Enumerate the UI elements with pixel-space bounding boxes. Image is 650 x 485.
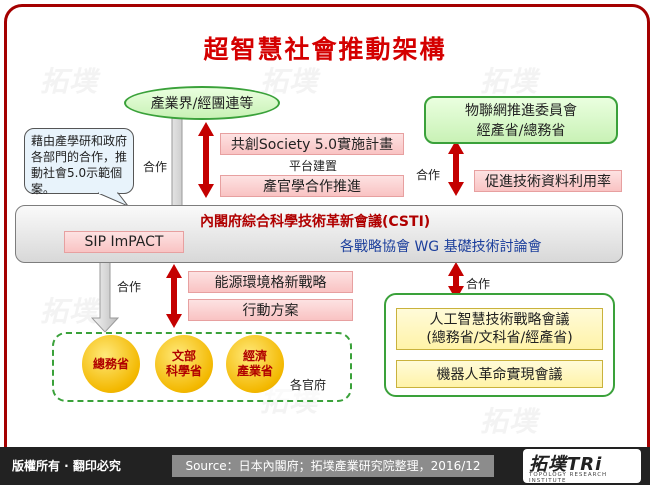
red-arrow-iot xyxy=(448,140,464,196)
red-arrow-society xyxy=(198,122,214,198)
source-label: Source：日本內閣府；拓墣產業研究院整理，2016/12 xyxy=(172,455,494,477)
industry-academia-box: 產官學合作推進 xyxy=(220,175,404,197)
action-plan-box: 行動方案 xyxy=(188,299,353,321)
cooperate-label: 合作 xyxy=(466,277,491,291)
ai-strategy-line1: 人工智慧技術戰略會議 xyxy=(429,312,570,328)
ministry-education: 文部科學省 xyxy=(155,335,213,393)
sip-box: SIP ImPACT xyxy=(64,231,184,253)
iot-box: 物聯網推進委員會 經產省/總務省 xyxy=(424,96,618,144)
iot-line2: 經產省/總務省 xyxy=(476,123,566,139)
energy-box: 能源環境格新戰略 xyxy=(188,271,353,293)
ai-strategy-box: 人工智慧技術戰略會議 (總務省/文科省/經產省) xyxy=(396,308,603,350)
tri-logo: 拓墣TRi TOPOLOGY RESEARCH INSTITUTE xyxy=(523,449,641,484)
other-ministries: 各官府 xyxy=(290,378,327,392)
note-bubble: 藉由產學研和政府各部門的合作，推動社會5.0示範個案。 xyxy=(24,128,134,196)
cooperate-label: 合作 xyxy=(143,160,168,174)
tech-data-box: 促進技術資料利用率 xyxy=(474,170,622,192)
csti-title: 內閣府綜合科學技術革新會議(CSTI) xyxy=(200,214,431,230)
ministry-internal-affairs: 總務省 xyxy=(82,335,140,393)
cooperate-label: 合作 xyxy=(117,280,142,294)
ai-strategy-line2: (總務省/文科省/經產省) xyxy=(426,330,573,346)
platform-label: 平台建置 xyxy=(289,159,338,173)
cooperate-label: 合作 xyxy=(416,168,441,182)
society5-box: 共創Society 5.0實施計畫 xyxy=(220,133,404,155)
iot-line1: 物聯網推進委員會 xyxy=(465,103,577,119)
page-title: 超智慧社會推動架構 xyxy=(203,35,447,64)
industry-oval: 產業界/經團連等 xyxy=(124,86,280,120)
ministry-economy: 經濟產業省 xyxy=(226,335,284,393)
csti-sub: 各戰略協會 WG 基礎技術討論會 xyxy=(340,239,542,255)
copyright: 版權所有 · 翻印必究 xyxy=(12,459,121,473)
footer: 版權所有 · 翻印必究 Source：日本內閣府；拓墣產業研究院整理，2016/… xyxy=(0,447,650,485)
robot-box: 機器人革命實現會議 xyxy=(396,360,603,388)
red-arrow-ai xyxy=(448,262,464,300)
arrow-sip-to-ministries xyxy=(90,255,120,333)
red-arrow-energy xyxy=(166,264,182,328)
